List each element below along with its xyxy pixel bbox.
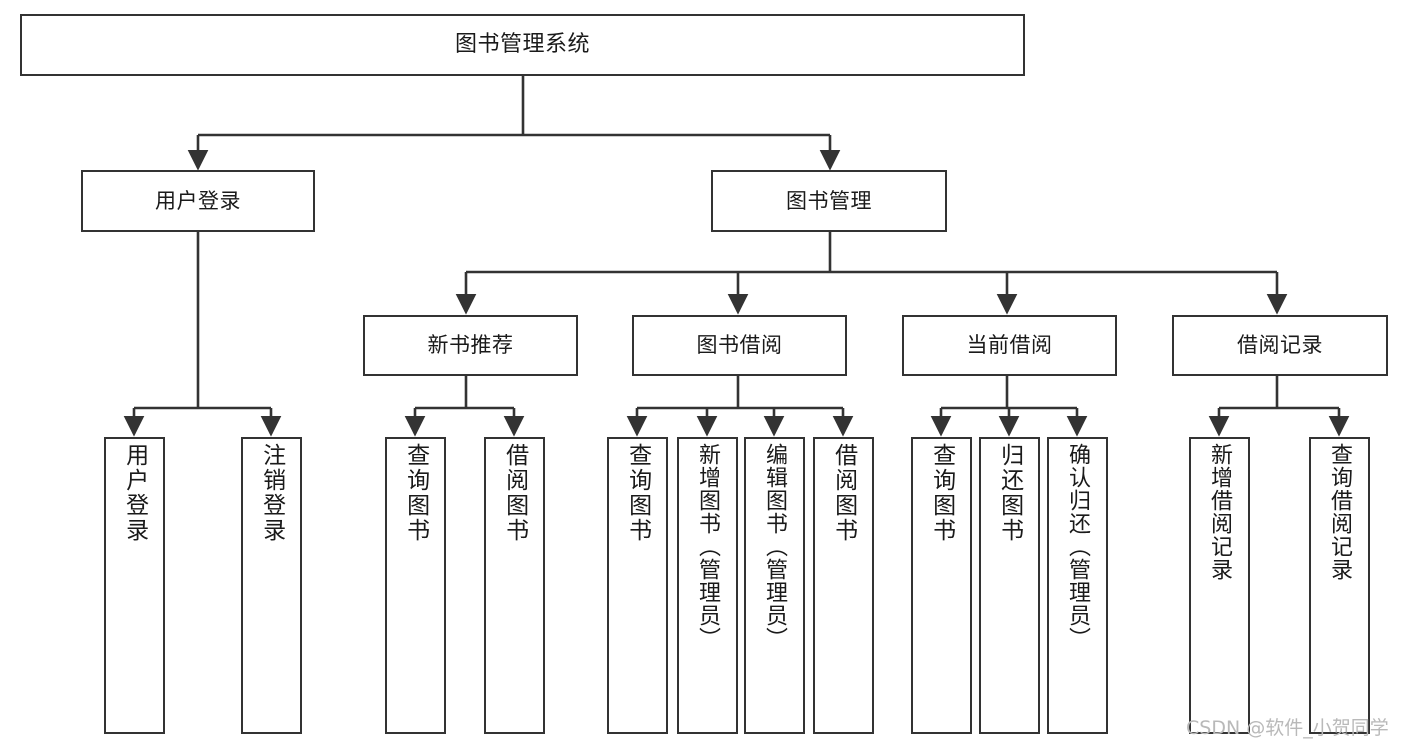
leaf-return-book[interactable]: 归还图书 [979, 437, 1040, 734]
node-label: 借阅图书 [830, 443, 857, 543]
leaf-confirm-return-admin[interactable]: 确认归还（管理员） [1047, 437, 1108, 734]
leaf-borrow-book-recommend[interactable]: 借阅图书 [484, 437, 545, 734]
node-current-borrow[interactable]: 当前借阅 [902, 315, 1117, 376]
leaf-query-book-current[interactable]: 查询图书 [911, 437, 972, 734]
leaf-user-login[interactable]: 用户登录 [104, 437, 165, 734]
leaf-borrow-book-borrow[interactable]: 借阅图书 [813, 437, 874, 734]
node-label: 当前借阅 [966, 333, 1053, 358]
node-label: 借阅记录 [1237, 333, 1323, 358]
leaf-edit-book-admin[interactable]: 编辑图书（管理员） [744, 437, 805, 734]
node-label: 查询借阅记录 [1327, 443, 1353, 581]
node-borrow-record[interactable]: 借阅记录 [1172, 315, 1388, 376]
node-user-login[interactable]: 用户登录 [81, 170, 315, 232]
node-label: 注销登录 [258, 443, 285, 543]
node-root-system[interactable]: 图书管理系统 [20, 14, 1025, 76]
leaf-query-book-recommend[interactable]: 查询图书 [385, 437, 446, 734]
node-label: 查询图书 [624, 443, 651, 543]
node-label: 图书管理系统 [454, 32, 590, 58]
node-label: 编辑图书（管理员） [762, 443, 788, 650]
node-label: 图书借阅 [696, 333, 783, 358]
node-new-book-recommend[interactable]: 新书推荐 [363, 315, 578, 376]
node-label: 新增图书（管理员） [695, 443, 721, 650]
leaf-add-borrow-record[interactable]: 新增借阅记录 [1189, 437, 1250, 734]
node-book-borrow[interactable]: 图书借阅 [632, 315, 847, 376]
node-label: 查询图书 [928, 443, 955, 543]
node-label: 新增借阅记录 [1207, 443, 1233, 581]
node-label: 查询图书 [402, 443, 429, 543]
leaf-add-book-admin[interactable]: 新增图书（管理员） [677, 437, 738, 734]
node-label: 确认归还（管理员） [1065, 443, 1091, 650]
leaf-logout[interactable]: 注销登录 [241, 437, 302, 734]
node-label: 图书管理 [786, 188, 872, 213]
leaf-query-book-borrow[interactable]: 查询图书 [607, 437, 668, 734]
node-label: 借阅图书 [501, 443, 528, 543]
leaf-query-borrow-record[interactable]: 查询借阅记录 [1309, 437, 1370, 734]
node-book-manage[interactable]: 图书管理 [711, 170, 947, 232]
node-label: 用户登录 [155, 188, 241, 213]
watermark: CSDN @软件_小贺同学 [1186, 717, 1389, 739]
node-label: 归还图书 [996, 443, 1023, 543]
node-label: 新书推荐 [427, 333, 514, 358]
node-label: 用户登录 [121, 443, 148, 543]
